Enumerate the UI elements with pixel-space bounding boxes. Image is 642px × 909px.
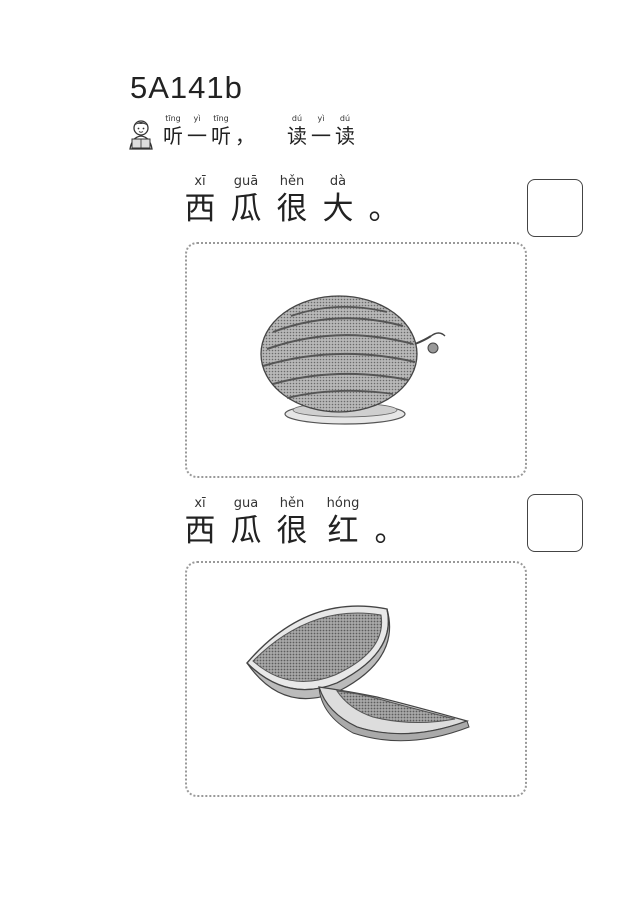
answer-checkbox-2[interactable] xyxy=(527,494,583,552)
child-reading-icon xyxy=(129,120,153,150)
whole-watermelon-icon xyxy=(260,295,446,425)
sentence-char: 。 xyxy=(368,191,400,227)
image-frame-2 xyxy=(185,561,527,797)
instruction-char: ， xyxy=(235,124,255,148)
answer-checkbox-1[interactable] xyxy=(527,179,583,237)
sentence-char: 。 xyxy=(374,513,406,549)
watermelon-slices-icon xyxy=(246,605,470,742)
page-code: 5A141b xyxy=(130,70,243,105)
image-frame-1 xyxy=(185,242,527,478)
